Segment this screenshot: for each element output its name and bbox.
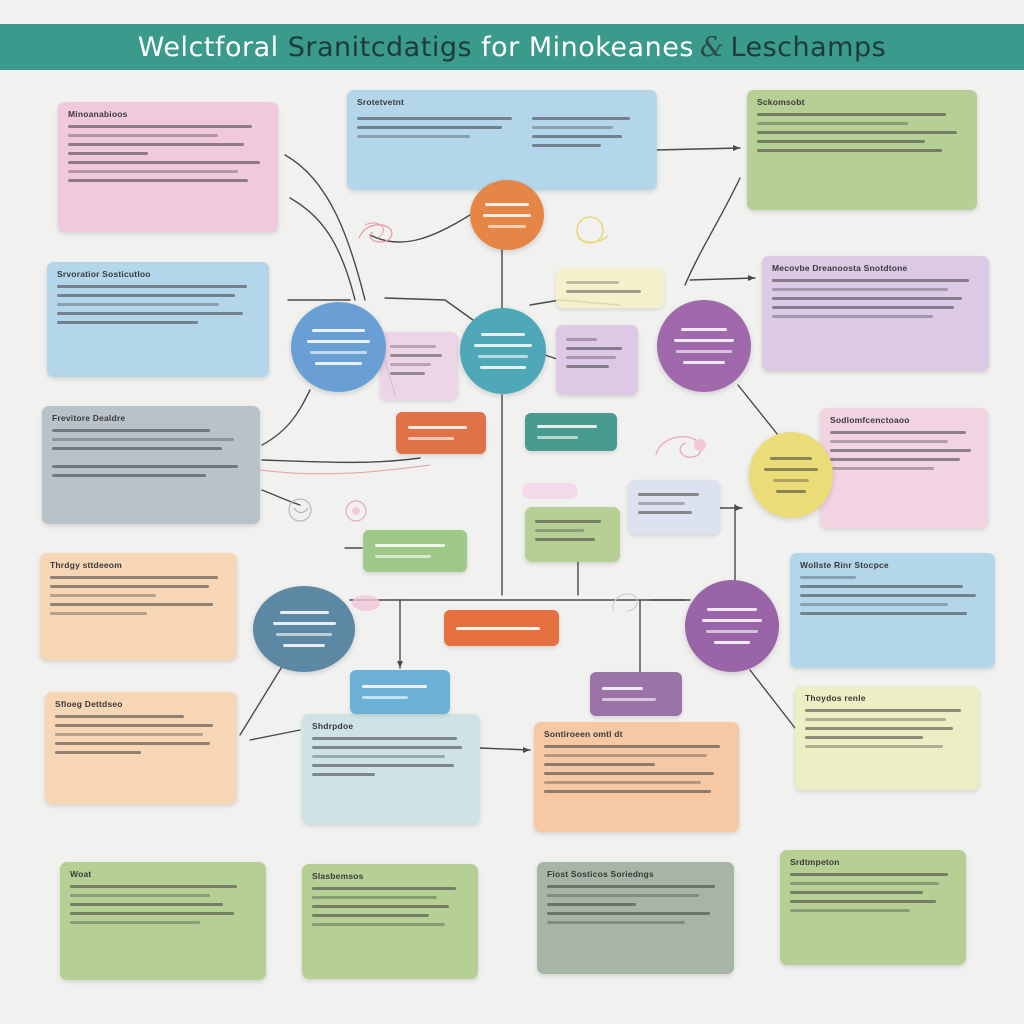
topic-node [470, 180, 544, 250]
info-card: Thoydos renle [795, 686, 979, 790]
arrowhead [748, 275, 755, 281]
card-title: Frevitore Dealdre [52, 413, 126, 423]
connector [369, 214, 471, 243]
info-card: Wollste Rinr Stocpce [790, 553, 995, 668]
card-title: Srdtmpeton [790, 857, 840, 867]
mini-card [556, 268, 664, 308]
arrowhead [733, 145, 740, 151]
arrowhead [523, 747, 530, 753]
card-title: Fiost Sosticos Soriedngs [547, 869, 654, 879]
sketch-doodle-icon [522, 483, 578, 499]
title-part-1: Welctforal [137, 31, 279, 63]
connector [261, 457, 421, 464]
topic-pill [590, 672, 682, 716]
info-card: Shdrpdoe [302, 714, 480, 824]
info-card: Woat [60, 862, 266, 980]
sketch-doodle-icon [352, 595, 380, 611]
title-part-2: Sranitcdatigs [287, 31, 473, 63]
card-title: Slasbemsos [312, 871, 364, 881]
sketch-doodle-icon [655, 436, 706, 458]
topic-node [685, 580, 779, 672]
card-title: Sfloeg Dettdseo [55, 699, 123, 709]
topic-pill [525, 413, 617, 451]
info-card: Mecovbe Dreanoosta Snotdtone [762, 256, 989, 371]
connector [289, 197, 356, 301]
card-title: Minoanabioos [68, 109, 128, 119]
doodle-line [259, 464, 431, 475]
info-card: Sckomsobt [747, 90, 977, 210]
card-title: Srotetvetnt [357, 97, 405, 107]
title-banner: Welctforal Sranitcdatigs for Minokeanes … [0, 24, 1024, 70]
sketch-doodle-icon [358, 224, 393, 243]
connector [249, 729, 301, 741]
info-card: Thrdgy sttdeeom [40, 553, 237, 660]
topic-node [657, 300, 751, 392]
card-title: Sckomsobt [757, 97, 805, 107]
info-card: Fiost Sosticos Soriedngs [537, 862, 734, 974]
info-card: Slasbemsos [302, 864, 478, 979]
info-card: Sodlomfcenctoaoo [820, 408, 988, 528]
card-title: Srvoratior Sosticutloo [57, 269, 151, 279]
connector [749, 669, 796, 729]
topic-pill [350, 670, 450, 714]
title-ampersand: & [699, 31, 725, 63]
topic-pill [363, 530, 467, 572]
info-card: Frevitore Dealdre [42, 406, 260, 524]
arrowhead [735, 505, 742, 511]
connector [684, 177, 741, 286]
topic-node [749, 432, 833, 518]
connector [284, 154, 366, 301]
info-card: Minoanabioos [58, 102, 278, 232]
topic-pill [396, 412, 486, 454]
card-title: Mecovbe Dreanoosta Snotdtone [772, 263, 908, 273]
connector [479, 747, 531, 751]
sketch-doodle-icon [576, 216, 609, 244]
mini-card [525, 507, 620, 562]
sketch-doodle-icon [345, 500, 367, 522]
connector [384, 297, 481, 326]
card-title: Thoydos renle [805, 693, 866, 703]
mini-card [556, 325, 638, 395]
card-title: Thrdgy sttdeeom [50, 560, 122, 570]
mini-card [380, 332, 458, 400]
card-title: Sontiroeen omtl dt [544, 729, 623, 739]
mini-card [628, 480, 720, 534]
info-card: Srvoratior Sosticutloo [47, 262, 269, 377]
connector [737, 384, 779, 436]
info-card: Sfloeg Dettdseo [45, 692, 237, 804]
sketch-doodle-icon [288, 498, 312, 522]
connector [239, 664, 284, 736]
topic-node [291, 302, 386, 392]
doodle-line [364, 222, 384, 239]
connector [261, 389, 311, 446]
card-title: Sodlomfcenctoaoo [830, 415, 910, 425]
info-card: Srdtmpeton [780, 850, 966, 965]
card-title: Wollste Rinr Stocpce [800, 560, 889, 570]
info-card: Srotetvetnt [347, 90, 657, 190]
title-part-3: for Minokeanes [481, 31, 694, 63]
connector [654, 147, 741, 151]
connector [261, 489, 301, 506]
title-part-4: Leschamps [730, 31, 887, 63]
connector [689, 277, 756, 281]
topic-node [460, 308, 546, 394]
info-card: Sontiroeen omtl dt [534, 722, 739, 832]
topic-node [253, 586, 355, 672]
arrowhead [397, 661, 403, 668]
card-title: Woat [70, 869, 92, 879]
card-title: Shdrpdoe [312, 721, 354, 731]
topic-pill [444, 610, 559, 646]
sketch-doodle-icon [612, 593, 638, 612]
